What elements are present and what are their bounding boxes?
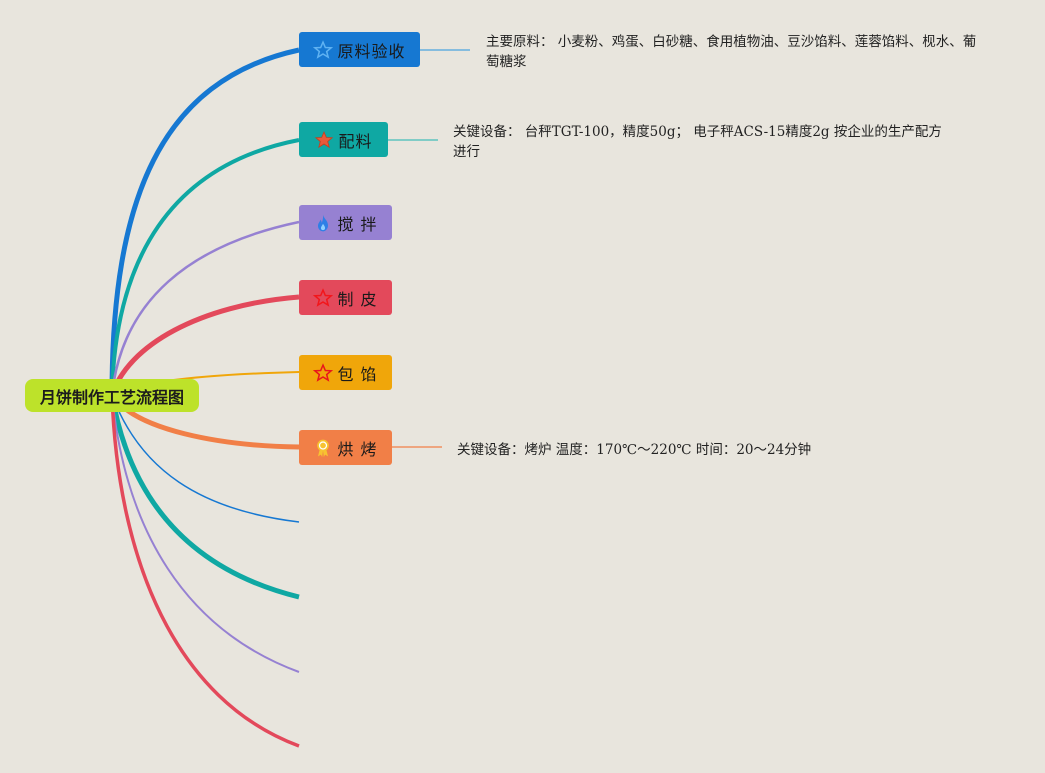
note-batching: 关键设备： 台秤TGT-100，精度50g； 电子秤ACS-15精度2g 按企业… <box>453 124 942 160</box>
star-filled-icon <box>315 130 334 148</box>
empty-branch-line-2 <box>109 394 300 600</box>
node-mixing[interactable]: 搅 拌 <box>299 205 392 240</box>
node-raw-materials[interactable]: 原料验收 <box>299 32 420 67</box>
root-topic[interactable]: 月饼制作工艺流程图 <box>25 379 199 412</box>
node-label: 原料验收 <box>337 41 406 61</box>
branch-line-dough <box>109 294 300 396</box>
empty-branch-line-3 <box>111 394 300 673</box>
node-label: 制 皮 <box>337 289 378 309</box>
empty-branch-line-4 <box>110 394 300 748</box>
star-outline-red-icon <box>313 287 334 307</box>
node-label: 搅 拌 <box>337 214 378 234</box>
branch-line-raw-materials <box>109 47 300 396</box>
node-label: 烘 烤 <box>337 439 378 459</box>
node-baking[interactable]: 烘 烤 <box>299 430 392 465</box>
star-outline-icon <box>313 39 334 59</box>
note-raw-materials: 主要原料： 小麦粉、鸡蛋、白砂糖、食用植物油、豆沙馅料、莲蓉馅料、枧水、葡萄糖浆 <box>486 34 977 70</box>
empty-branch-line-1 <box>111 394 300 523</box>
node-filling[interactable]: 包 馅 <box>299 355 392 390</box>
node-batching[interactable]: 配料 <box>299 122 388 157</box>
branch-line-mixing <box>110 220 300 396</box>
node-label: 配料 <box>338 131 373 151</box>
award-badge-icon <box>317 439 330 457</box>
branch-line-batching <box>110 138 300 396</box>
node-label: 包 馅 <box>337 364 378 384</box>
node-dough[interactable]: 制 皮 <box>299 280 392 315</box>
note-baking: 关键设备：烤炉 温度：170℃～220℃ 时间：20～24分钟 <box>457 442 812 458</box>
flame-icon <box>318 214 329 231</box>
star-outline-red-icon <box>313 362 334 382</box>
